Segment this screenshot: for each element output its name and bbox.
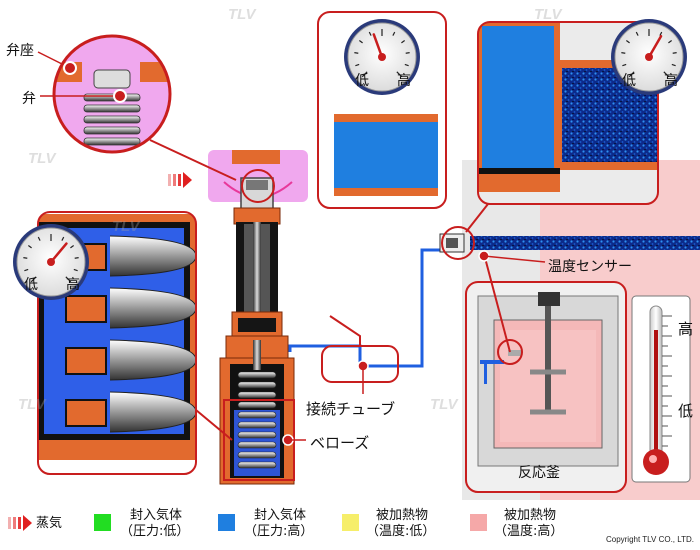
watermark: TLV [18, 396, 46, 413]
legend-heated-high-swatch [470, 514, 487, 531]
sensor-zoom-leader [465, 203, 489, 233]
watermark: TLV [534, 6, 562, 23]
thermometer-low-label: 低 [678, 402, 694, 420]
valve-body [208, 150, 308, 202]
gauge-tube-low: 低 [355, 73, 369, 89]
gauge-bellows-high: 高 [66, 277, 80, 293]
legend-heated-low-swatch [342, 514, 359, 531]
gauge-sensor-low: 低 [622, 73, 636, 89]
gauge-bellows-needle [49, 242, 68, 264]
reactor-sensor-leader [483, 253, 511, 353]
valve-zoom-leader [149, 139, 237, 181]
valve-seat-label: 弁座 [6, 43, 34, 59]
gauge-tube-high: 高 [397, 73, 411, 89]
watermark: TLV [430, 396, 458, 413]
gauge-bellows-low: 低 [24, 277, 38, 293]
bellows-label: ベローズ [310, 434, 370, 452]
legend-heated-low-label: 被加熱物（温度:低） [366, 508, 436, 539]
pressure-gauges [13, 19, 687, 300]
legend-steam-icon [8, 515, 32, 531]
sensor-zoom-view [478, 22, 658, 204]
reactor-label: 反応釜 [518, 465, 560, 481]
gauge-sensor-needle [647, 34, 663, 59]
gauge-sensor-dial [611, 19, 687, 95]
sensor-highlight-circle [441, 226, 475, 260]
connecting-tube-label: 接続チューブ [306, 400, 396, 418]
gauge-tube-dial [344, 19, 420, 95]
watermark: TLV [228, 6, 256, 23]
watermark: TLV [28, 150, 56, 167]
temp-sensor-label: 温度センサー [548, 259, 632, 275]
reactor-sensor-circle [497, 339, 523, 365]
valve-label: 弁 [22, 91, 36, 107]
copyright: Copyright TLV CO., LTD. [605, 535, 694, 544]
legend-heated-high-label: 被加熱物（温度:高） [494, 508, 564, 539]
valve-seat-marker [63, 61, 77, 75]
actuator-column [219, 177, 295, 485]
thermometer [631, 295, 691, 483]
reactor [465, 281, 627, 493]
tube-zoom-leader [329, 315, 361, 346]
bellows-zoom-leader [195, 409, 233, 441]
gauge-sensor-high: 高 [664, 73, 678, 89]
valve-marker [113, 89, 127, 103]
steam-inlet-arrow [168, 172, 192, 188]
legend-gas-high-label: 封入気体（圧力:高） [244, 508, 314, 539]
bellows-coils [237, 371, 277, 469]
valve-highlight-circle [241, 169, 275, 203]
legend-gas-low-swatch [94, 514, 111, 531]
watermark: TLV [112, 218, 140, 235]
sensor-pipe [439, 233, 700, 253]
legend-gas-high-swatch [218, 514, 235, 531]
gauge-bellows-dial [13, 224, 89, 300]
legend-steam-label: 蒸気 [36, 516, 63, 531]
legend-gas-low-label: 封入気体（圧力:低） [120, 508, 190, 539]
capillary-tube [288, 248, 440, 368]
thermometer-high-label: 高 [678, 320, 694, 338]
